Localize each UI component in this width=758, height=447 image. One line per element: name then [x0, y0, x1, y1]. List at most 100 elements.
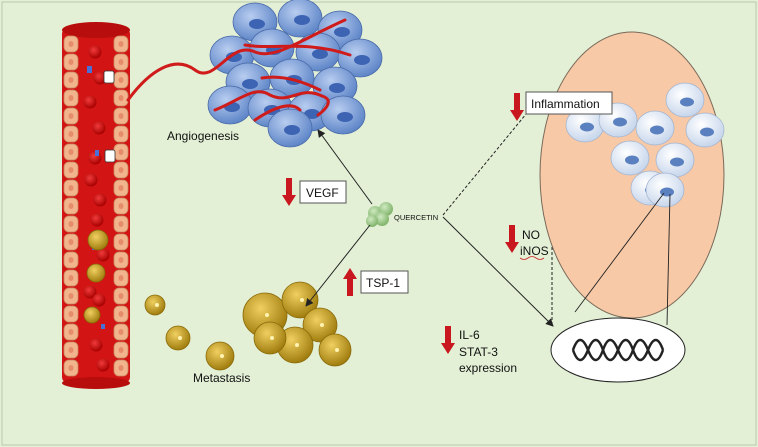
red-blood-cell: [93, 193, 107, 207]
tumor-nucleus: [220, 354, 224, 358]
il6-label: IL-6: [459, 328, 480, 342]
endothelial-nucleus: [68, 347, 74, 353]
stat3-label: STAT-3: [459, 345, 498, 359]
tsp1-label: TSP-1: [366, 276, 400, 290]
endothelial-nucleus: [118, 221, 124, 227]
endothelial-nucleus: [68, 293, 74, 299]
immune-cell-nucleus: [580, 122, 594, 132]
red-blood-cell: [90, 213, 104, 227]
endothelial-nucleus: [118, 293, 124, 299]
tumor-nucleus: [320, 323, 324, 327]
endothelium-left: [63, 35, 79, 377]
inos-spellcheck-underline: [519, 256, 545, 260]
red-blood-cell: [83, 95, 97, 109]
endothelial-nucleus: [118, 167, 124, 173]
tumor-nucleus: [335, 348, 339, 352]
dna-ellipse: [550, 317, 686, 383]
inflammation-box: [525, 91, 613, 115]
endothelial-nucleus: [118, 257, 124, 263]
cell-nucleus: [354, 55, 370, 65]
endothelial-nucleus: [118, 59, 124, 65]
tumor-nucleus: [295, 343, 299, 347]
endothelium-right: [113, 35, 129, 377]
cell-nucleus: [242, 79, 258, 89]
cell-nucleus: [226, 52, 242, 62]
endothelial-nucleus: [68, 59, 74, 65]
cell-nucleus: [249, 19, 265, 29]
endothelial-nucleus: [68, 239, 74, 245]
cell-nucleus: [312, 49, 328, 59]
endothelial-nucleus: [118, 77, 124, 83]
immune-cell-nucleus: [625, 155, 639, 165]
endothelial-nucleus: [118, 311, 124, 317]
endothelial-nucleus: [118, 347, 124, 353]
endothelial-nucleus: [68, 257, 74, 263]
cell-nucleus: [334, 27, 350, 37]
endothelial-nucleus: [118, 185, 124, 191]
endothelial-nucleus: [68, 77, 74, 83]
endothelial-nucleus: [118, 239, 124, 245]
immune-cell-cluster: [565, 82, 725, 208]
endothelial-nucleus: [118, 113, 124, 119]
red-blood-cells: [83, 45, 110, 372]
endothelial-nucleus: [68, 365, 74, 371]
endothelial-nucleus: [68, 329, 74, 335]
cell-nucleus: [329, 83, 345, 93]
red-blood-cell: [83, 285, 97, 299]
red-blood-cell: [84, 173, 98, 187]
tumor-nucleus: [300, 298, 304, 302]
tumor-nucleus: [155, 303, 159, 307]
endothelial-nucleus: [68, 95, 74, 101]
endothelial-nucleus: [118, 95, 124, 101]
metastasis-label: Metastasis: [193, 371, 250, 385]
inos-label: iNOS: [520, 244, 549, 258]
endothelial-nucleus: [68, 113, 74, 119]
angiogenesis-cell-cluster: [207, 0, 383, 148]
arrow-to-gene-expression: [442, 216, 554, 327]
red-blood-cell: [96, 248, 110, 262]
endothelial-nucleus: [68, 203, 74, 209]
endothelial-nucleus: [68, 41, 74, 47]
endothelial-nucleus: [68, 149, 74, 155]
blood-vessel: [62, 22, 130, 389]
quercetin-label: QUERCETIN: [394, 213, 438, 222]
new-capillaries: [126, 18, 352, 122]
red-blood-cell: [93, 71, 107, 85]
tumor-nucleus: [265, 313, 269, 317]
cell-nucleus: [337, 112, 353, 122]
tumor-nucleus: [270, 336, 274, 340]
endothelial-nucleus: [118, 329, 124, 335]
endothelial-nucleus: [68, 167, 74, 173]
vegf-label: VEGF: [306, 186, 339, 200]
cell-nucleus: [284, 125, 300, 135]
immune-cell-nucleus: [613, 117, 627, 127]
tumor-cells-in-vessel: [83, 229, 109, 324]
arrow-to-angiogenesis: [317, 129, 373, 205]
endothelial-nucleus: [68, 275, 74, 281]
expression-label: expression: [459, 361, 517, 375]
cell-nucleus: [294, 15, 310, 25]
arrow-to-metastasis: [305, 224, 371, 307]
blood-cells-blue: [87, 66, 116, 329]
tsp1-box: [360, 270, 409, 294]
inflammation-site: [539, 31, 725, 319]
immune-cell-nucleus: [670, 157, 684, 167]
endothelial-nucleus: [118, 131, 124, 137]
no-label: NO: [522, 228, 540, 242]
angiogenesis-label: Angiogenesis: [167, 129, 239, 143]
red-blood-cell: [89, 338, 103, 352]
endothelial-nucleus: [68, 221, 74, 227]
zoom-lines: [574, 192, 671, 326]
metastasis-cell-cluster: [144, 281, 352, 371]
endothelial-nucleus: [68, 131, 74, 137]
endothelial-nucleus: [68, 311, 74, 317]
red-blood-cell: [88, 45, 102, 59]
endothelial-nucleus: [118, 365, 124, 371]
dashed-to-inflammation: [442, 107, 532, 216]
quercetin-molecule: [366, 202, 393, 227]
endothelial-nucleus: [118, 275, 124, 281]
endothelial-nucleus: [68, 185, 74, 191]
